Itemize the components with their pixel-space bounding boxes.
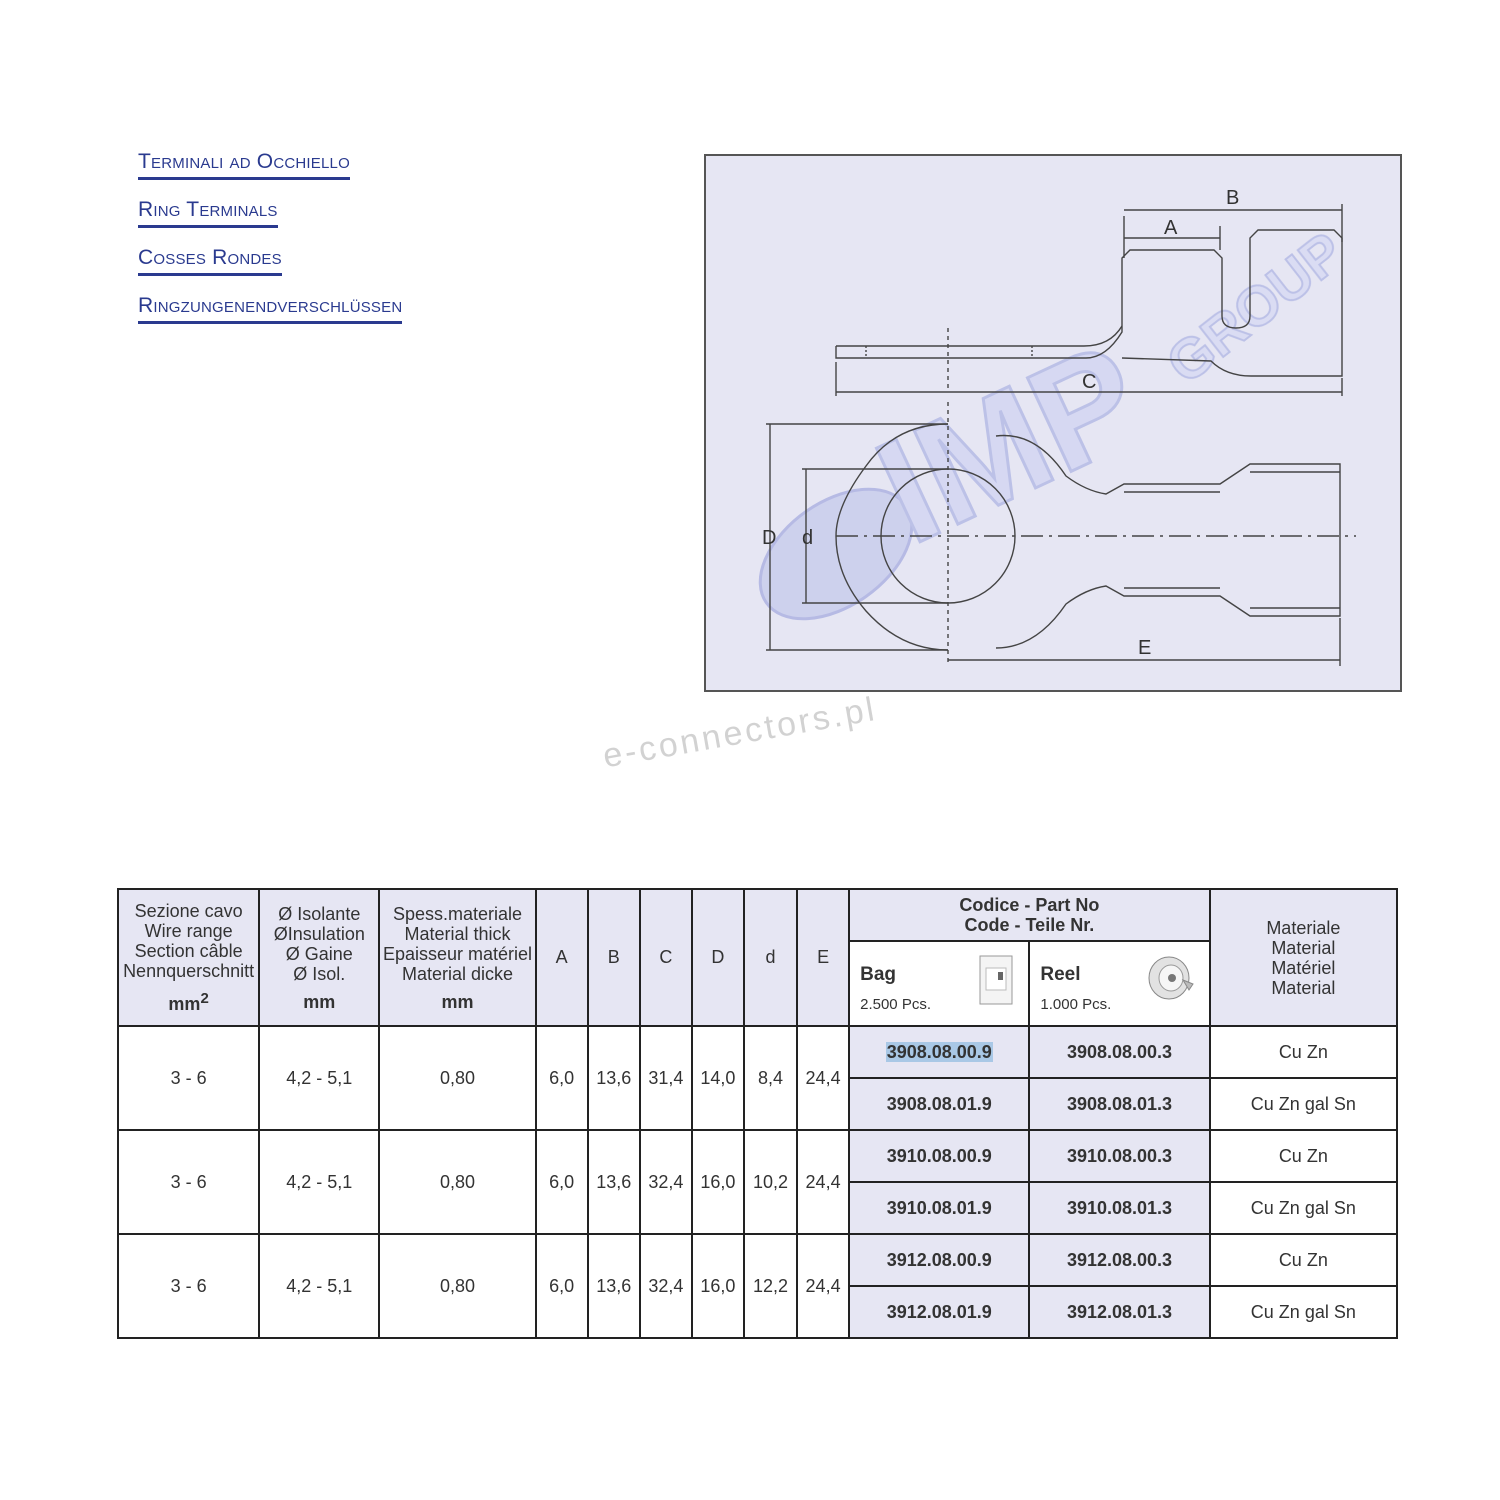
header-insulation: Ø Isolante ØInsulation Ø Gaine Ø Isol. m… [258, 888, 381, 1027]
cell-dim-B: 13,6 [586, 1025, 641, 1131]
header-dim-D: D [690, 888, 745, 1027]
cell-dim-D: 14,0 [690, 1025, 745, 1131]
cell-wire-range: 3 - 6 [116, 1025, 261, 1131]
selected-code-highlight[interactable]: 3908.08.00.9 [885, 1041, 993, 1062]
bag-icon [979, 955, 1013, 1005]
logo-group-text: GROUP [1155, 219, 1356, 395]
title-english: Ring Terminals [138, 198, 278, 228]
cell-dim-E: 24,4 [796, 1233, 851, 1339]
header-dim-d: d [742, 888, 799, 1027]
reel-icon [1148, 956, 1194, 1000]
header-reel: Reel 1.000 Pcs. [1028, 940, 1211, 1027]
cell-bag-code[interactable]: 3912.08.01.9 [848, 1285, 1031, 1339]
cell-reel-code[interactable]: 3908.08.00.3 [1028, 1025, 1211, 1079]
cell-dim-B: 13,6 [586, 1233, 641, 1339]
cell-material: Cu Zn gal Sn [1208, 1077, 1399, 1131]
cell-dim-D: 16,0 [690, 1129, 745, 1235]
cell-thickness: 0,80 [378, 1025, 537, 1131]
label-D: D [762, 527, 776, 549]
cell-dim-E: 24,4 [796, 1129, 851, 1235]
cell-insulation: 4,2 - 5,1 [258, 1025, 381, 1131]
cell-material: Cu Zn [1208, 1233, 1399, 1287]
cell-bag-code[interactable]: 3908.08.00.9 [848, 1025, 1031, 1079]
title-german: Ringzungenendverschlüssen [138, 294, 403, 324]
cell-material: Cu Zn gal Sn [1208, 1181, 1399, 1235]
header-dim-E: E [796, 888, 851, 1027]
label-C: C [1082, 371, 1096, 393]
cell-dim-A: 6,0 [534, 1025, 589, 1131]
cell-bag-code[interactable]: 3912.08.00.9 [848, 1233, 1031, 1287]
title-italian: Terminali ad Occhiello [138, 150, 350, 180]
ring-terminal-drawing: IMP GROUP [758, 187, 1356, 666]
site-watermark: e-connectors.pl [600, 689, 880, 776]
top-view [766, 402, 1356, 666]
cell-dim-C: 31,4 [638, 1025, 693, 1131]
cell-dim-d: 8,4 [742, 1025, 799, 1131]
cell-wire-range: 3 - 6 [116, 1233, 261, 1339]
cell-reel-code[interactable]: 3912.08.00.3 [1028, 1233, 1211, 1287]
cell-reel-code[interactable]: 3910.08.00.3 [1028, 1129, 1211, 1183]
cell-reel-code[interactable]: 3908.08.01.3 [1028, 1077, 1211, 1131]
cell-dim-C: 32,4 [638, 1129, 693, 1235]
dimension-labels: B A C D d E [762, 187, 1239, 659]
header-dim-C: C [638, 888, 693, 1027]
header-bag: Bag 2.500 Pcs. [848, 940, 1031, 1027]
header-dim-A: A [534, 888, 589, 1027]
side-view [835, 204, 1343, 396]
cell-material: Cu Zn gal Sn [1208, 1285, 1399, 1339]
imp-logo-watermark: IMP GROUP [758, 218, 1356, 621]
header-dim-B: B [586, 888, 641, 1027]
cell-material: Cu Zn [1208, 1025, 1399, 1079]
cell-bag-code[interactable]: 3910.08.00.9 [848, 1129, 1031, 1183]
cell-wire-range: 3 - 6 [116, 1129, 261, 1235]
label-d: d [802, 527, 813, 549]
header-material-thickness: Spess.materiale Material thick Epaisseur… [378, 888, 537, 1027]
label-A: A [1164, 217, 1178, 239]
cell-thickness: 0,80 [378, 1129, 537, 1235]
cell-reel-code[interactable]: 3910.08.01.3 [1028, 1181, 1211, 1235]
header-material: Materiale Material Matériel Material [1208, 888, 1399, 1027]
cell-dim-A: 6,0 [534, 1233, 589, 1339]
cell-dim-C: 32,4 [638, 1233, 693, 1339]
cell-reel-code[interactable]: 3912.08.01.3 [1028, 1285, 1211, 1339]
title-french: Cosses Rondes [138, 246, 282, 276]
cell-dim-d: 12,2 [742, 1233, 799, 1339]
cell-material: Cu Zn [1208, 1129, 1399, 1183]
cell-bag-code[interactable]: 3908.08.01.9 [848, 1077, 1031, 1131]
cell-dim-B: 13,6 [586, 1129, 641, 1235]
cell-dim-A: 6,0 [534, 1129, 589, 1235]
header-wire-range: Sezione cavo Wire range Section câble Ne… [116, 888, 261, 1027]
cell-dim-d: 10,2 [742, 1129, 799, 1235]
cell-insulation: 4,2 - 5,1 [258, 1129, 381, 1235]
cell-dim-E: 24,4 [796, 1025, 851, 1131]
label-B: B [1226, 187, 1239, 209]
label-E: E [1138, 637, 1151, 659]
cell-thickness: 0,80 [378, 1233, 537, 1339]
cell-insulation: 4,2 - 5,1 [258, 1233, 381, 1339]
technical-drawing: IMP GROUP [704, 154, 1402, 692]
specification-table: Sezione cavo Wire range Section câble Ne… [116, 888, 1399, 1339]
cell-dim-D: 16,0 [690, 1233, 745, 1339]
cell-bag-code[interactable]: 3910.08.01.9 [848, 1181, 1031, 1235]
header-part-code: Codice - Part No Code - Teile Nr. [848, 888, 1211, 942]
title-block: Terminali ad Occhiello Ring Terminals Co… [138, 150, 403, 342]
